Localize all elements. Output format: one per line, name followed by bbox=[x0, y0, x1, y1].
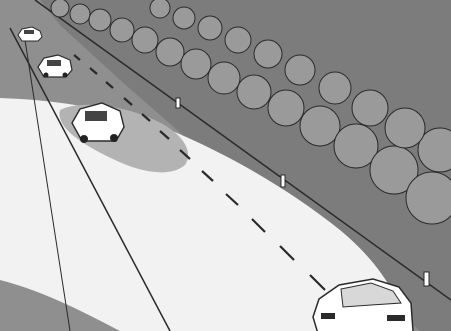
oncoming-car-near bbox=[72, 103, 124, 143]
oncoming-car-middle bbox=[38, 55, 72, 78]
